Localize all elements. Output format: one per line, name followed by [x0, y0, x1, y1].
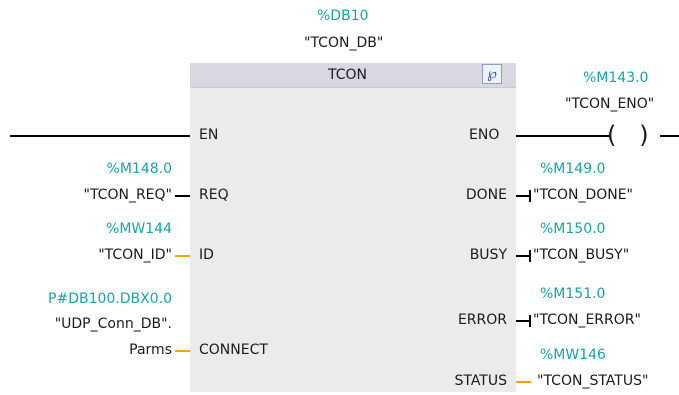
id-tag[interactable]: "TCON_ID" — [98, 247, 172, 263]
en-wire — [10, 135, 190, 137]
pin-connect: CONNECT — [199, 342, 268, 358]
block-header — [190, 63, 516, 87]
status-tag[interactable]: "TCON_STATUS" — [537, 373, 649, 389]
done-wire — [516, 195, 531, 197]
pin-req: REQ — [199, 187, 229, 203]
pin-en: EN — [199, 127, 219, 143]
eno-wire-right — [660, 135, 679, 137]
pin-id: ID — [199, 247, 214, 263]
connect-tag-line2[interactable]: Parms — [129, 342, 172, 358]
req-address: %M148.0 — [106, 161, 172, 177]
stethoscope-icon[interactable]: ℘ — [482, 64, 502, 84]
coil[interactable]: ( ) — [607, 121, 649, 149]
busy-address: %M150.0 — [540, 221, 606, 237]
block-header-divider — [190, 87, 516, 88]
instance-db-address: %DB10 — [317, 8, 369, 24]
error-address: %M151.0 — [540, 286, 606, 302]
id-wire — [175, 255, 190, 257]
error-tag[interactable]: "TCON_ERROR" — [533, 312, 641, 328]
pin-busy: BUSY — [469, 247, 507, 263]
pin-status: STATUS — [454, 373, 507, 389]
pin-eno: ENO — [469, 127, 500, 143]
instance-db-name[interactable]: "TCON_DB" — [304, 35, 384, 51]
busy-bar — [529, 250, 531, 262]
error-bar — [529, 315, 531, 327]
done-bar — [529, 190, 531, 202]
block-title: TCON — [328, 67, 367, 83]
req-wire — [175, 195, 190, 197]
error-wire — [516, 320, 531, 322]
connect-tag-line1[interactable]: "UDP_Conn_DB". — [54, 316, 172, 332]
status-address: %MW146 — [540, 347, 606, 363]
eno-address: %M143.0 — [583, 70, 649, 86]
id-address: %MW144 — [106, 221, 172, 237]
done-address: %M149.0 — [540, 161, 606, 177]
req-tag[interactable]: "TCON_REQ" — [83, 187, 172, 203]
connect-address: P#DB100.DBX0.0 — [48, 291, 172, 307]
eno-wire-left — [516, 135, 610, 137]
done-tag[interactable]: "TCON_DONE" — [533, 187, 633, 203]
pin-done: DONE — [465, 187, 507, 203]
status-wire — [516, 381, 531, 383]
connect-wire — [175, 350, 190, 352]
busy-wire — [516, 255, 531, 257]
eno-tag[interactable]: "TCON_ENO" — [565, 96, 655, 112]
tcon-block[interactable] — [190, 63, 516, 392]
busy-tag[interactable]: "TCON_BUSY" — [533, 247, 630, 263]
pin-error: ERROR — [457, 312, 507, 328]
